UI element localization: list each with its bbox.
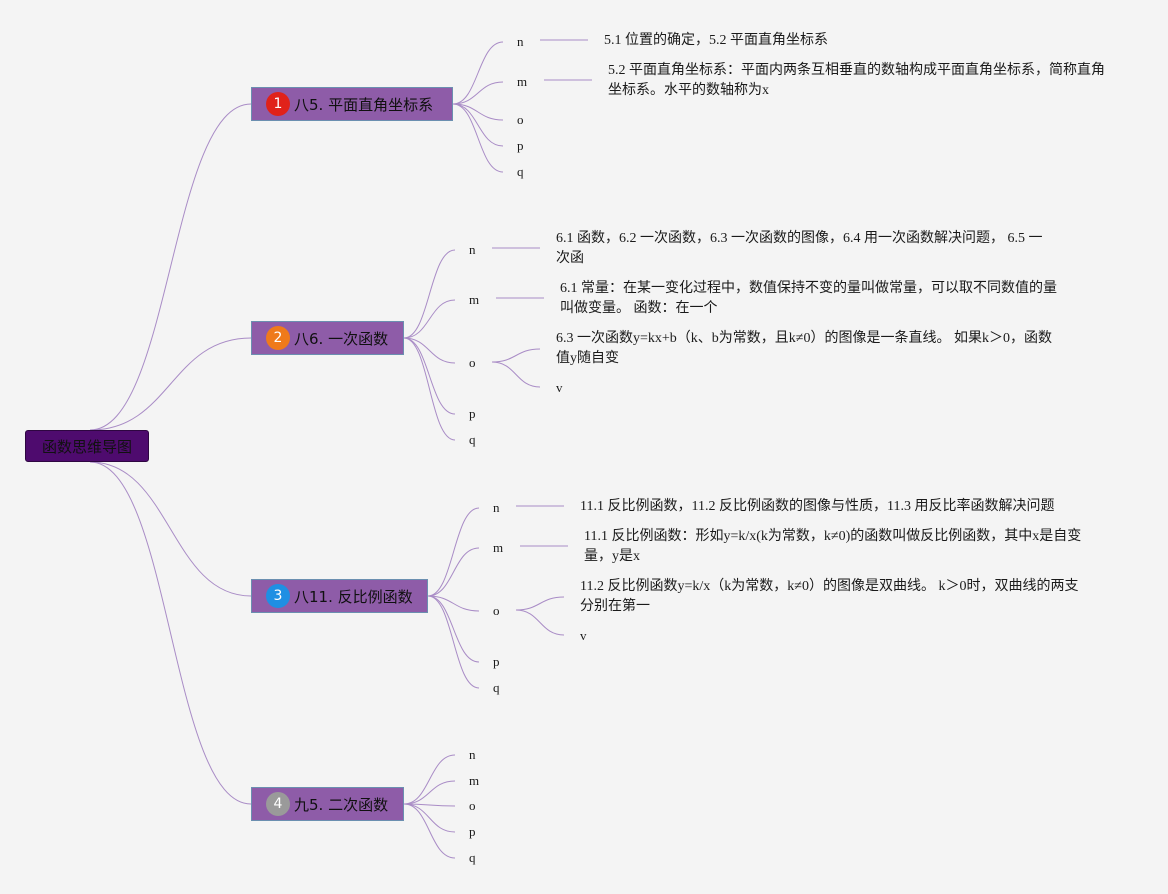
connector-b1-leaf-4 — [452, 103, 504, 147]
connector-b3-leaf-5 — [427, 595, 480, 689]
connector-b2-leaf-1 — [403, 249, 456, 339]
connector-root-b1 — [89, 103, 252, 431]
connector-b1-leaf-2 — [452, 81, 504, 105]
branch-node-1[interactable]: 1 八5. 平面直角坐标系 — [251, 87, 453, 121]
connector-3-o-v — [515, 609, 565, 636]
note-3-m[interactable]: 11.1 反比例函数：形如y=k/x(k为常数，k≠0)的函数叫做反比例函数，其… — [584, 529, 1082, 564]
connector-2-o-note — [491, 348, 541, 363]
leaf-2-v[interactable]: v — [556, 380, 563, 395]
connector-b2-leaf-5 — [403, 337, 456, 441]
branch-node-3[interactable]: 3 八11. 反比例函数 — [251, 579, 428, 613]
number-badge-4: 4 — [266, 792, 290, 816]
leaf-1-o[interactable]: o — [517, 112, 524, 127]
leaf-2-n[interactable]: n — [469, 242, 476, 257]
branch-label-3: 八11. 反比例函数 — [294, 587, 413, 606]
leaf-3-n[interactable]: n — [493, 500, 500, 515]
number-badge-3: 3 — [266, 584, 290, 608]
connector-b3-leaf-4 — [427, 595, 480, 663]
connector-b3-leaf-3 — [427, 595, 480, 612]
connector-root-b2 — [89, 337, 252, 431]
note-1-n[interactable]: 5.1 位置的确定，5.2 平面直角坐标系 — [604, 33, 828, 48]
leaf-4-q[interactable]: q — [469, 850, 476, 865]
leaf-1-n[interactable]: n — [517, 34, 524, 49]
connector-b3-leaf-1 — [427, 507, 480, 597]
leaf-2-m[interactable]: m — [469, 292, 480, 307]
connector-b1-leaf-3 — [452, 103, 504, 121]
branch-node-2[interactable]: 2 八6. 一次函数 — [251, 321, 404, 355]
connector-b4-leaf-5 — [403, 803, 456, 859]
note-1-m[interactable]: 5.2 平面直角坐标系：平面内两条互相垂直的数轴构成平面直角坐标系，简称直角坐标… — [608, 63, 1105, 98]
note-2-m[interactable]: 6.1 常量：在某一变化过程中，数值保持不变的量叫做常量，可以取不同数值的量叫做… — [560, 281, 1057, 316]
branch-label-2: 八6. 一次函数 — [294, 329, 389, 348]
leaf-4-p[interactable]: p — [469, 824, 476, 839]
leaf-2-q[interactable]: q — [469, 432, 476, 447]
connector-3-o-note — [515, 596, 565, 611]
leaf-1-p[interactable]: p — [517, 138, 524, 153]
leaf-1-q[interactable]: q — [517, 164, 524, 179]
connector-2-o-v — [491, 361, 541, 388]
leaf-4-n[interactable]: n — [469, 747, 476, 762]
branch-label-1: 八5. 平面直角坐标系 — [294, 95, 434, 114]
leaf-3-m[interactable]: m — [493, 540, 504, 555]
connector-b4-leaf-2 — [403, 780, 456, 805]
connector-root-b4 — [89, 461, 252, 805]
note-3-o[interactable]: 11.2 反比例函数y=k/x（k为常数，k≠0）的图像是双曲线。 k＞0时，双… — [580, 579, 1079, 614]
leaf-2-o[interactable]: o — [469, 355, 476, 370]
connector-b1-leaf-1 — [452, 41, 504, 105]
note-3-n[interactable]: 11.1 反比例函数，11.2 反比例函数的图像与性质，11.3 用反比率函数解… — [580, 499, 1055, 514]
leaf-3-v[interactable]: v — [580, 628, 587, 643]
leaf-4-o[interactable]: o — [469, 798, 476, 813]
root-node[interactable]: 函数思维导图 — [25, 430, 149, 462]
leaf-3-p[interactable]: p — [493, 654, 500, 669]
leaf-3-o[interactable]: o — [493, 603, 500, 618]
note-2-o[interactable]: 6.3 一次函数y=kx+b（k、b为常数，且k≠0）的图像是一条直线。 如果k… — [556, 331, 1052, 366]
leaf-1-m[interactable]: m — [517, 74, 528, 89]
root-label: 函数思维导图 — [41, 437, 132, 456]
connector-b2-leaf-3 — [403, 337, 456, 364]
number-badge-1: 1 — [266, 92, 290, 116]
connector-b3-leaf-2 — [427, 547, 480, 597]
leaf-2-p[interactable]: p — [469, 406, 476, 421]
number-badge-2: 2 — [266, 326, 290, 350]
connector-b4-leaf-1 — [403, 754, 456, 805]
connector-b4-leaf-4 — [403, 803, 456, 833]
connector-root-b3 — [89, 461, 252, 597]
branch-node-4[interactable]: 4 九5. 二次函数 — [251, 787, 404, 821]
leaf-4-m[interactable]: m — [469, 773, 480, 788]
note-2-n[interactable]: 6.1 函数，6.2 一次函数，6.3 一次函数的图像，6.4 用一次函数解决问… — [556, 231, 1043, 266]
leaf-3-q[interactable]: q — [493, 680, 500, 695]
connector-b1-leaf-5 — [452, 103, 504, 173]
connector-b2-leaf-4 — [403, 337, 456, 415]
connector-b2-leaf-2 — [403, 299, 456, 339]
branch-label-4: 九5. 二次函数 — [294, 795, 389, 814]
